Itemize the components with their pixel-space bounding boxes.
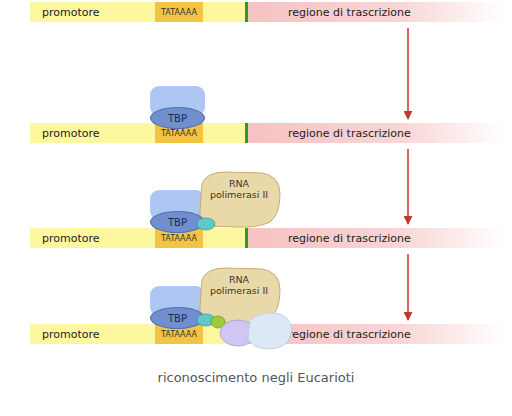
transcription-region: regione di trascrizione	[248, 228, 505, 248]
factor-blob	[197, 218, 215, 230]
node-label: TBP	[168, 113, 187, 124]
factor-blob	[197, 314, 215, 326]
factor-blob	[220, 320, 256, 346]
promoter-band: promotore TATAAAA	[30, 228, 245, 248]
promoter-band: promotore TATAAAA	[30, 2, 245, 22]
caption-text: riconoscimento negli Eucarioti	[158, 370, 355, 385]
node-label: RNA polimerasi II	[207, 178, 271, 200]
step-arrow	[407, 254, 409, 320]
tbp-protein: TBP	[150, 107, 205, 129]
node-label: TATAAAA	[161, 330, 197, 339]
step-arrow	[407, 149, 409, 224]
transcription-region: regione di trascrizione	[248, 324, 505, 344]
tbp-protein: TBP	[150, 307, 205, 329]
start-line	[245, 324, 248, 344]
node-label: regione di trascrizione	[288, 328, 411, 341]
start-line	[245, 228, 248, 248]
node-label: TATAAAA	[161, 8, 197, 17]
promoter-band: promotore TATAAAA	[30, 324, 245, 344]
node-label: promotore	[42, 6, 100, 19]
factor-blob	[248, 313, 292, 349]
node-label: TBP	[168, 217, 187, 228]
rna-polymerase: RNA polimerasi II	[196, 266, 282, 326]
start-line	[245, 123, 248, 143]
node-label: TBP	[168, 313, 187, 324]
tbp-protein: TBP	[150, 211, 205, 233]
node-label: TATAAAA	[161, 234, 197, 243]
node-label: regione di trascrizione	[288, 6, 411, 19]
rna-polymerase: RNA polimerasi II	[196, 170, 282, 230]
node-label: RNA polimerasi II	[207, 274, 271, 296]
node-label: regione di trascrizione	[288, 127, 411, 140]
node-label: promotore	[42, 232, 100, 245]
transcription-region: regione di trascrizione	[248, 2, 505, 22]
tata-box: TATAAAA	[155, 2, 203, 22]
step-arrow	[407, 28, 409, 119]
node-label: promotore	[42, 328, 100, 341]
node-label: promotore	[42, 127, 100, 140]
node-label: TATAAAA	[161, 129, 197, 138]
start-line	[245, 2, 248, 22]
promoter-band: promotore TATAAAA	[30, 123, 245, 143]
factor-blob	[211, 316, 225, 328]
node-label: regione di trascrizione	[288, 232, 411, 245]
caption: riconoscimento negli Eucarioti	[0, 370, 512, 385]
transcription-region: regione di trascrizione	[248, 123, 505, 143]
